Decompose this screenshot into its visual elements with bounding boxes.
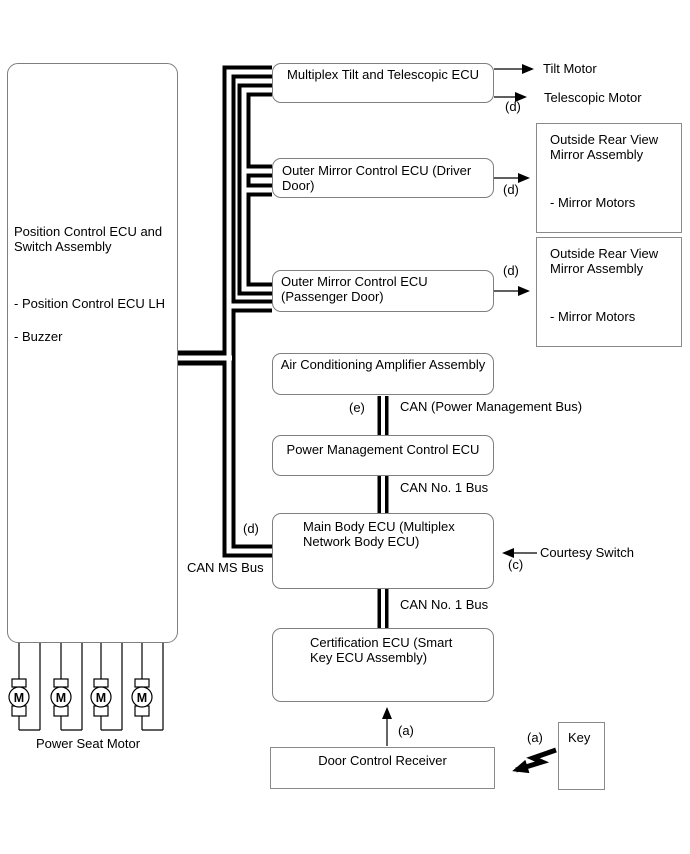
motor-symbol-3: M — [90, 643, 123, 731]
box-label: Air Conditioning Amplifier Assembly — [280, 357, 486, 372]
gap-outer-run — [226, 69, 272, 554]
box-label-line: Certification ECU (Smart — [310, 635, 453, 650]
ac-amplifier-assembly-box: Air Conditioning Amplifier Assembly — [272, 353, 494, 395]
box-title-line: Switch Assembly — [14, 239, 112, 254]
motor-letter: M — [56, 691, 66, 705]
mirror-assembly-driver-box: Outside Rear View Mirror Assembly - Mirr… — [536, 123, 682, 233]
motor-letter: M — [96, 691, 106, 705]
box-title-line: Position Control ECU and — [14, 224, 163, 239]
code-a-key: (a) — [527, 730, 543, 745]
bus-pair-gaps — [178, 69, 385, 628]
can-power-management-label: CAN (Power Management Bus) — [400, 399, 583, 414]
box-item: - Buzzer — [14, 329, 63, 344]
box-label-line: Outer Mirror Control ECU — [281, 274, 428, 289]
can-ms-bus-label: CAN MS Bus — [187, 560, 264, 575]
power-seat-motors: M M M M — [8, 643, 164, 731]
motor-letter: M — [137, 691, 147, 705]
mirror-assembly-passenger-box: Outside Rear View Mirror Assembly - Mirr… — [536, 237, 682, 347]
courtesy-switch-label: Courtesy Switch — [540, 545, 634, 560]
motor-symbol-4: M — [131, 643, 164, 731]
power-seat-motor-label: Power Seat Motor — [36, 736, 141, 751]
box-label-line: Key ECU Assembly) — [310, 650, 428, 665]
door-control-receiver-box: Door Control Receiver — [270, 747, 495, 789]
power-management-ecu-box: Power Management Control ECU — [272, 435, 494, 476]
code-d-main-body: (d) — [243, 521, 259, 536]
box-label: Multiplex Tilt and Telescopic ECU — [287, 67, 479, 82]
can-no1-bus-lower-label: CAN No. 1 Bus — [400, 597, 489, 612]
box-label: Door Control Receiver — [318, 753, 447, 768]
box-label-line: Main Body ECU (Multiplex — [303, 519, 455, 534]
box-item: - Mirror Motors — [550, 195, 636, 210]
can-no1-bus-upper-label: CAN No. 1 Bus — [400, 480, 489, 495]
code-e: (e) — [349, 400, 365, 415]
position-control-ecu-box: Position Control ECU and Switch Assembly… — [7, 63, 178, 643]
key-box: Key — [558, 722, 605, 790]
signal-arrows — [382, 64, 537, 746]
code-c: (c) — [508, 557, 524, 572]
box-label-line: Door) — [282, 178, 315, 193]
code-d-telescopic: (d) — [505, 99, 521, 114]
box-label-line: Network Body ECU) — [303, 534, 420, 549]
box-label-line: Outer Mirror Control ECU (Driver — [282, 163, 472, 178]
code-d-passenger: (d) — [503, 263, 519, 278]
main-body-ecu-box: Main Body ECU (Multiplex Network Body EC… — [272, 513, 494, 589]
certification-ecu-box: Certification ECU (Smart Key ECU Assembl… — [272, 628, 494, 702]
box-label: Power Management Control ECU — [286, 442, 480, 457]
box-label-line: (Passenger Door) — [281, 289, 384, 304]
box-item: - Position Control ECU LH — [14, 296, 165, 311]
multiplex-tilt-telescopic-ecu-box: Multiplex Tilt and Telescopic ECU — [272, 63, 494, 103]
lightning-bolt-icon — [512, 747, 557, 774]
motor-symbol-1: M — [8, 643, 41, 731]
box-item: - Mirror Motors — [550, 309, 636, 324]
outer-mirror-ecu-driver-box: Outer Mirror Control ECU (Driver Door) — [272, 158, 494, 198]
motor-symbol-2: M — [50, 643, 83, 731]
code-a-receiver: (a) — [398, 723, 414, 738]
code-d-driver: (d) — [503, 182, 519, 197]
box-label-line: Mirror Assembly — [550, 261, 644, 276]
tilt-motor-label: Tilt Motor — [543, 61, 597, 76]
motor-letter: M — [14, 691, 24, 705]
box-label-line: Outside Rear View — [550, 132, 659, 147]
can-ms-bus-wires — [178, 65, 272, 558]
box-label-line: Mirror Assembly — [550, 147, 644, 162]
box-label-line: Outside Rear View — [550, 246, 659, 261]
outer-mirror-ecu-passenger-box: Outer Mirror Control ECU (Passenger Door… — [272, 270, 494, 312]
telescopic-motor-label: Telescopic Motor — [544, 90, 642, 105]
box-label: Key — [568, 730, 591, 745]
